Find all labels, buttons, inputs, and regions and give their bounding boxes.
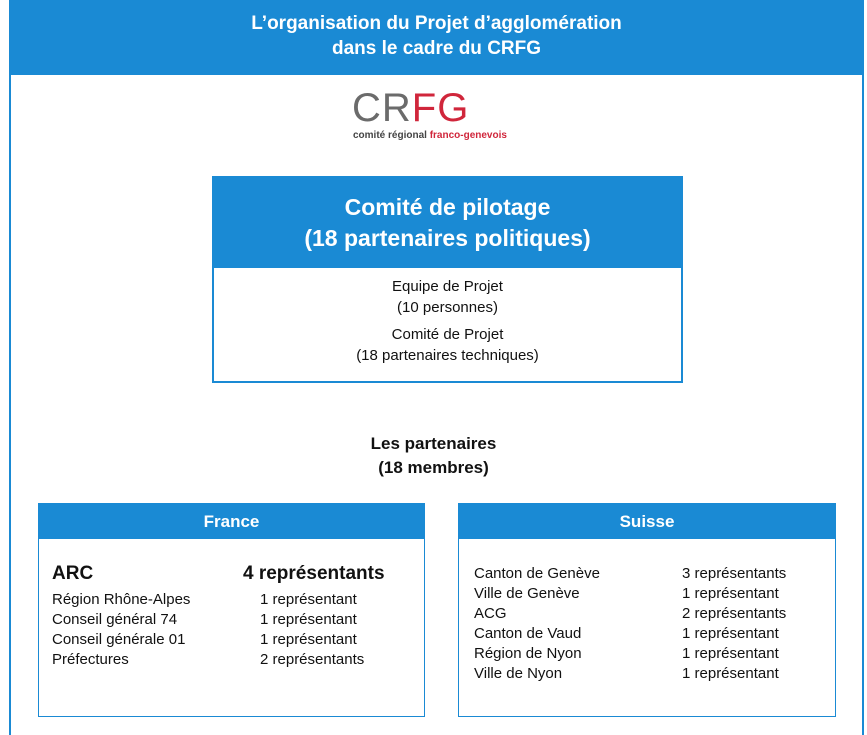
page-header: L’organisation du Projet d’agglomération… [9, 0, 864, 75]
france-row-name: ARC [52, 563, 94, 584]
project-team-label: Equipe de Projet [392, 278, 503, 295]
project-committee: Comité de Projet (18 partenaires techniq… [214, 324, 681, 366]
steering-committee-box: Comité de pilotage (18 partenaires polit… [212, 176, 683, 383]
partners-count: (18 membres) [378, 458, 489, 477]
france-row-value: 1 représentant [260, 611, 357, 628]
project-team-count: (10 personnes) [397, 299, 498, 316]
header-title-line-2: dans le cadre du CRFG [331, 38, 542, 59]
suisse-row-value: 1 représentant [682, 645, 779, 662]
suisse-row-value: 1 représentant [682, 585, 779, 602]
france-row-name: Préfectures [52, 651, 129, 668]
suisse-row-value: 1 représentant [682, 665, 779, 682]
page-frame [9, 0, 864, 735]
suisse-row-name: Ville de Genève [474, 585, 580, 602]
france-row-value: 1 représentant [260, 631, 357, 648]
logo-sub-grey: comité régional [353, 130, 430, 141]
france-box: France ARC 4 représentants Région Rhône-… [38, 503, 425, 717]
suisse-row-value: 1 représentant [682, 625, 779, 642]
logo-mark-red: FG [411, 86, 470, 130]
steering-committee-subtitle: (18 partenaires politiques) [304, 225, 591, 251]
partners-heading: Les partenaires (18 membres) [0, 432, 867, 480]
france-row-value: 1 représentant [260, 591, 357, 608]
suisse-box: Suisse Canton de Genève 3 représentants … [458, 503, 836, 717]
suisse-header: Suisse [459, 504, 835, 539]
partners-title: Les partenaires [370, 434, 497, 453]
france-row-name: Région Rhône-Alpes [52, 591, 191, 608]
france-header: France [39, 504, 424, 539]
steering-committee-body: Equipe de Projet (10 personnes) Comité d… [214, 268, 681, 366]
france-row-name: Conseil générale 01 [52, 631, 186, 648]
suisse-row-value: 2 représentants [682, 605, 787, 622]
crfg-logo: CRFG comité régional franco-genevois [352, 88, 572, 148]
suisse-row-name: Ville de Nyon [474, 665, 563, 682]
logo-mark-grey: CR [352, 86, 412, 130]
crfg-logo-subtitle: comité régional franco-genevois [353, 130, 572, 141]
project-team: Equipe de Projet (10 personnes) [214, 276, 681, 318]
france-row-value: 4 représentants [243, 563, 385, 584]
suisse-row-name: Canton de Genève [474, 565, 600, 582]
steering-committee-header: Comité de pilotage (18 partenaires polit… [214, 178, 681, 268]
france-row-name: Conseil général 74 [52, 611, 178, 628]
suisse-row-name: Canton de Vaud [474, 625, 582, 642]
steering-committee-title: Comité de pilotage [344, 194, 551, 220]
header-title-line-1: L’organisation du Projet d’agglomération [251, 13, 622, 34]
suisse-row-value: 3 représentants [682, 565, 787, 582]
crfg-logo-mark: CRFG [352, 88, 572, 128]
suisse-row-name: ACG [474, 605, 507, 622]
project-committee-count: (18 partenaires techniques) [356, 347, 539, 364]
france-row-value: 2 représentants [260, 651, 365, 668]
project-committee-label: Comité de Projet [391, 326, 504, 343]
suisse-row-name: Région de Nyon [474, 645, 582, 662]
logo-sub-red: franco-genevois [429, 130, 507, 141]
